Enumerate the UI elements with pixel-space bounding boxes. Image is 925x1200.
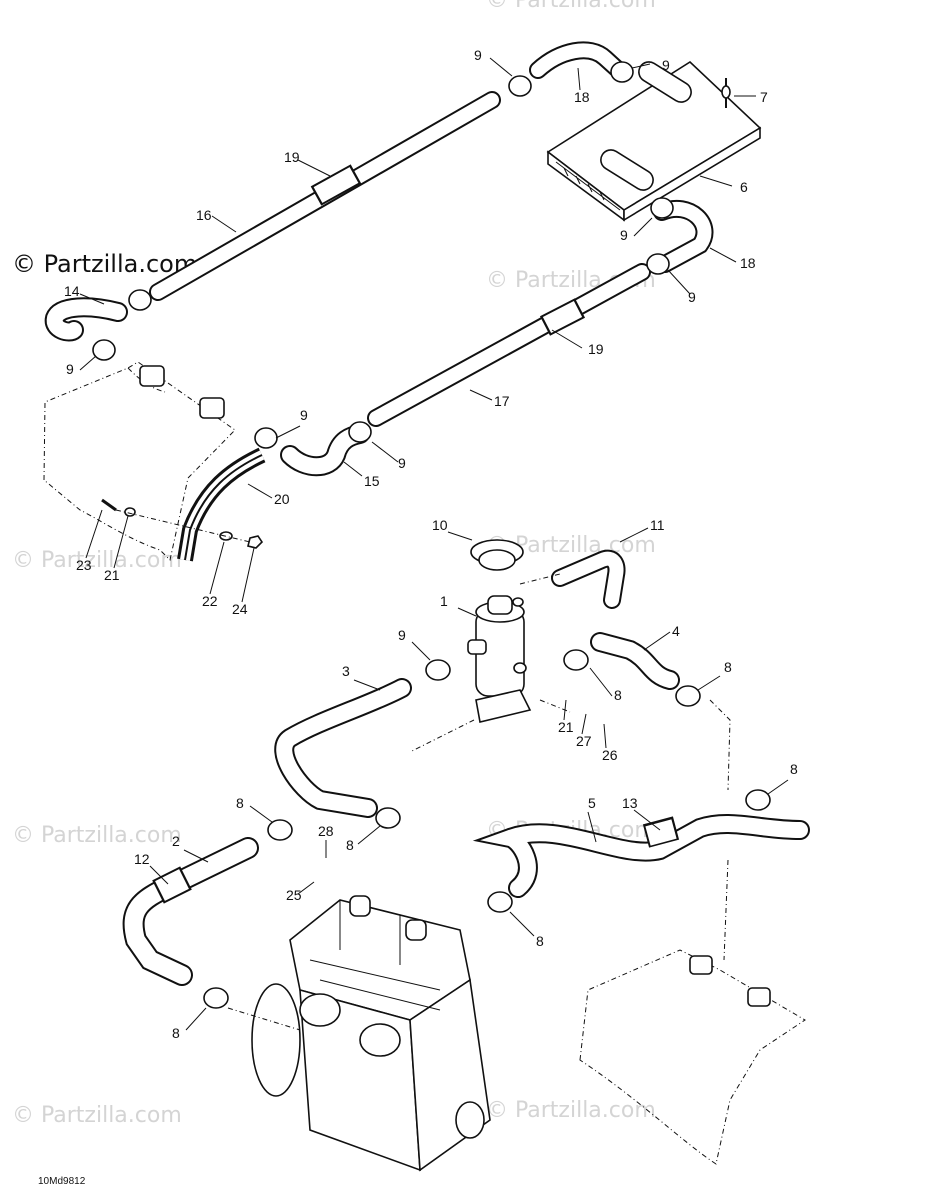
coolant-tank xyxy=(467,595,532,723)
callout-label: 1 xyxy=(440,593,448,609)
watermark-text: © Partzilla.com xyxy=(486,0,656,13)
callout-label: 24 xyxy=(232,601,248,617)
callout-label: 9 xyxy=(620,227,628,243)
callout-label: 19 xyxy=(588,341,604,357)
callout-label: 4 xyxy=(672,623,680,639)
watermark-text: © Partzilla.com xyxy=(486,1098,656,1123)
callout-label: 21 xyxy=(104,567,120,583)
callout-label: 18 xyxy=(740,255,756,271)
callout-label: 8 xyxy=(614,687,622,703)
callout-label: 25 xyxy=(286,887,302,903)
callout-label: 9 xyxy=(300,407,308,423)
callout-label: 20 xyxy=(274,491,290,507)
callout-label: 9 xyxy=(474,47,482,63)
callout-label: 10 xyxy=(432,517,448,533)
watermark-text: © Partzilla.com xyxy=(12,548,182,573)
callout-label: 8 xyxy=(236,795,244,811)
callout-label: 6 xyxy=(740,179,748,195)
fastener-set xyxy=(101,498,264,549)
engine xyxy=(251,895,491,1172)
radiator xyxy=(546,60,762,222)
callout-label: 2 xyxy=(172,833,180,849)
callout-label: 11 xyxy=(650,517,665,533)
ride-plate-lower xyxy=(579,949,806,1165)
ride-plate-upper xyxy=(43,361,236,561)
pressure-cap xyxy=(470,539,524,571)
callout-label: 7 xyxy=(760,89,768,105)
callout-label: 16 xyxy=(196,207,212,223)
callout-label: 8 xyxy=(724,659,732,675)
callout-label: 8 xyxy=(172,1025,180,1041)
callout-label: 15 xyxy=(364,473,380,489)
callout-label: 26 xyxy=(602,747,618,763)
watermark-text: © Partzilla.com xyxy=(12,1103,182,1128)
callout-label: 19 xyxy=(284,149,300,165)
callout-label: 14 xyxy=(64,283,80,299)
brand-watermark: © Partzilla.com xyxy=(12,250,198,278)
callout-label: 22 xyxy=(202,593,218,609)
callout-label: 12 xyxy=(134,851,150,867)
callout-label: 21 xyxy=(558,719,574,735)
callout-label: 8 xyxy=(790,761,798,777)
callout-label: 3 xyxy=(342,663,350,679)
callout-label: 8 xyxy=(346,837,354,853)
callout-label: 8 xyxy=(536,933,544,949)
bleeder-screw xyxy=(721,78,731,108)
callout-label: 18 xyxy=(574,89,590,105)
callout-label: 23 xyxy=(76,557,92,573)
callout-label: 9 xyxy=(688,289,696,305)
callout-label: 9 xyxy=(398,627,406,643)
callout-label: 9 xyxy=(66,361,74,377)
diagram-code: 10Md9812 xyxy=(38,1176,86,1187)
callout-label: 28 xyxy=(318,823,334,839)
callout-label: 17 xyxy=(494,393,510,409)
callout-label: 13 xyxy=(622,795,638,811)
callout-label: 9 xyxy=(398,455,406,471)
callout-label: 27 xyxy=(576,733,592,749)
watermark-text: © Partzilla.com xyxy=(12,823,182,848)
callout-label: 9 xyxy=(662,57,670,73)
callout-label: 5 xyxy=(588,795,596,811)
